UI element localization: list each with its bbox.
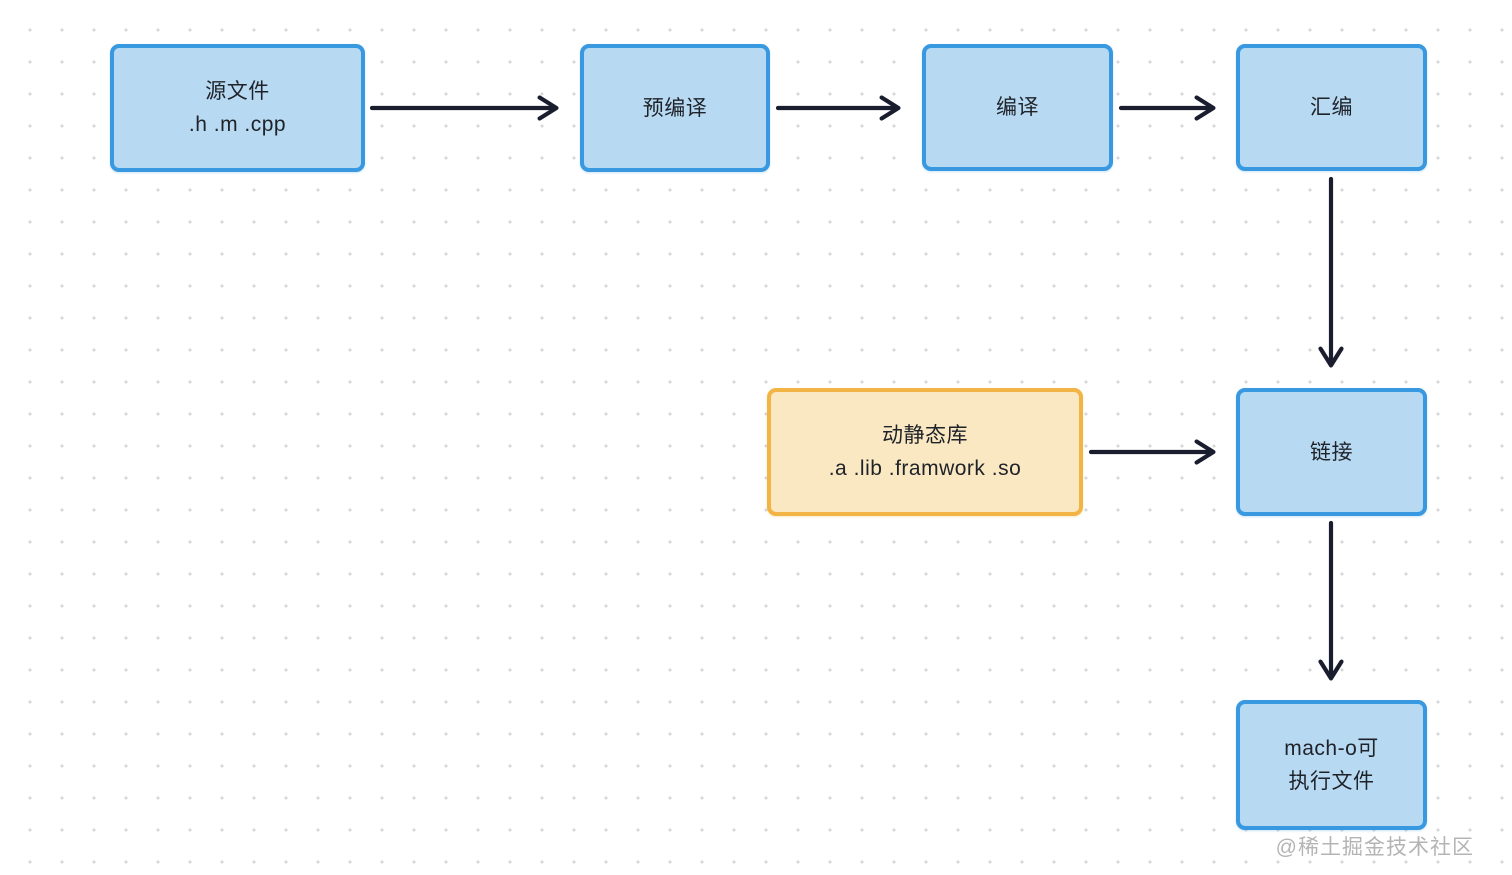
node-label-line1: 预编译 (642, 96, 708, 120)
node-label-line1: 汇编 (1310, 96, 1353, 119)
node-label-line1: 编译 (996, 96, 1039, 119)
node-label: 动静态库 .a .lib .framwork .so (829, 419, 1022, 485)
node-label-line2: 执行文件 (1288, 770, 1375, 793)
node-compile: 编译 (922, 44, 1113, 171)
node-label: 链接 (1310, 436, 1353, 469)
node-label-line2: .a .lib .framwork .so (828, 457, 1022, 480)
node-label: 汇编 (1310, 91, 1353, 124)
node-libraries: 动静态库 .a .lib .framwork .so (767, 388, 1083, 516)
node-label-line1: 链接 (1310, 440, 1353, 464)
node-label-line1: 源文件 (205, 80, 270, 103)
node-link: 链接 (1236, 388, 1427, 516)
watermark: @稀土掘金技术社区 (1275, 836, 1474, 859)
node-label-line1: mach-o可 (1284, 737, 1379, 760)
node-label: 源文件 .h .m .cpp (189, 75, 286, 141)
node-label: 编译 (996, 91, 1039, 124)
node-precompile: 预编译 (580, 44, 770, 172)
node-label-line1: 动静态库 (882, 424, 968, 447)
node-label-line2: .h .m .cpp (188, 113, 287, 136)
node-label: 预编译 (643, 92, 708, 125)
node-assemble: 汇编 (1236, 44, 1427, 171)
node-label: mach-o可 执行文件 (1284, 732, 1379, 798)
node-macho-executable: mach-o可 执行文件 (1236, 700, 1427, 830)
node-source-files: 源文件 .h .m .cpp (110, 44, 365, 172)
